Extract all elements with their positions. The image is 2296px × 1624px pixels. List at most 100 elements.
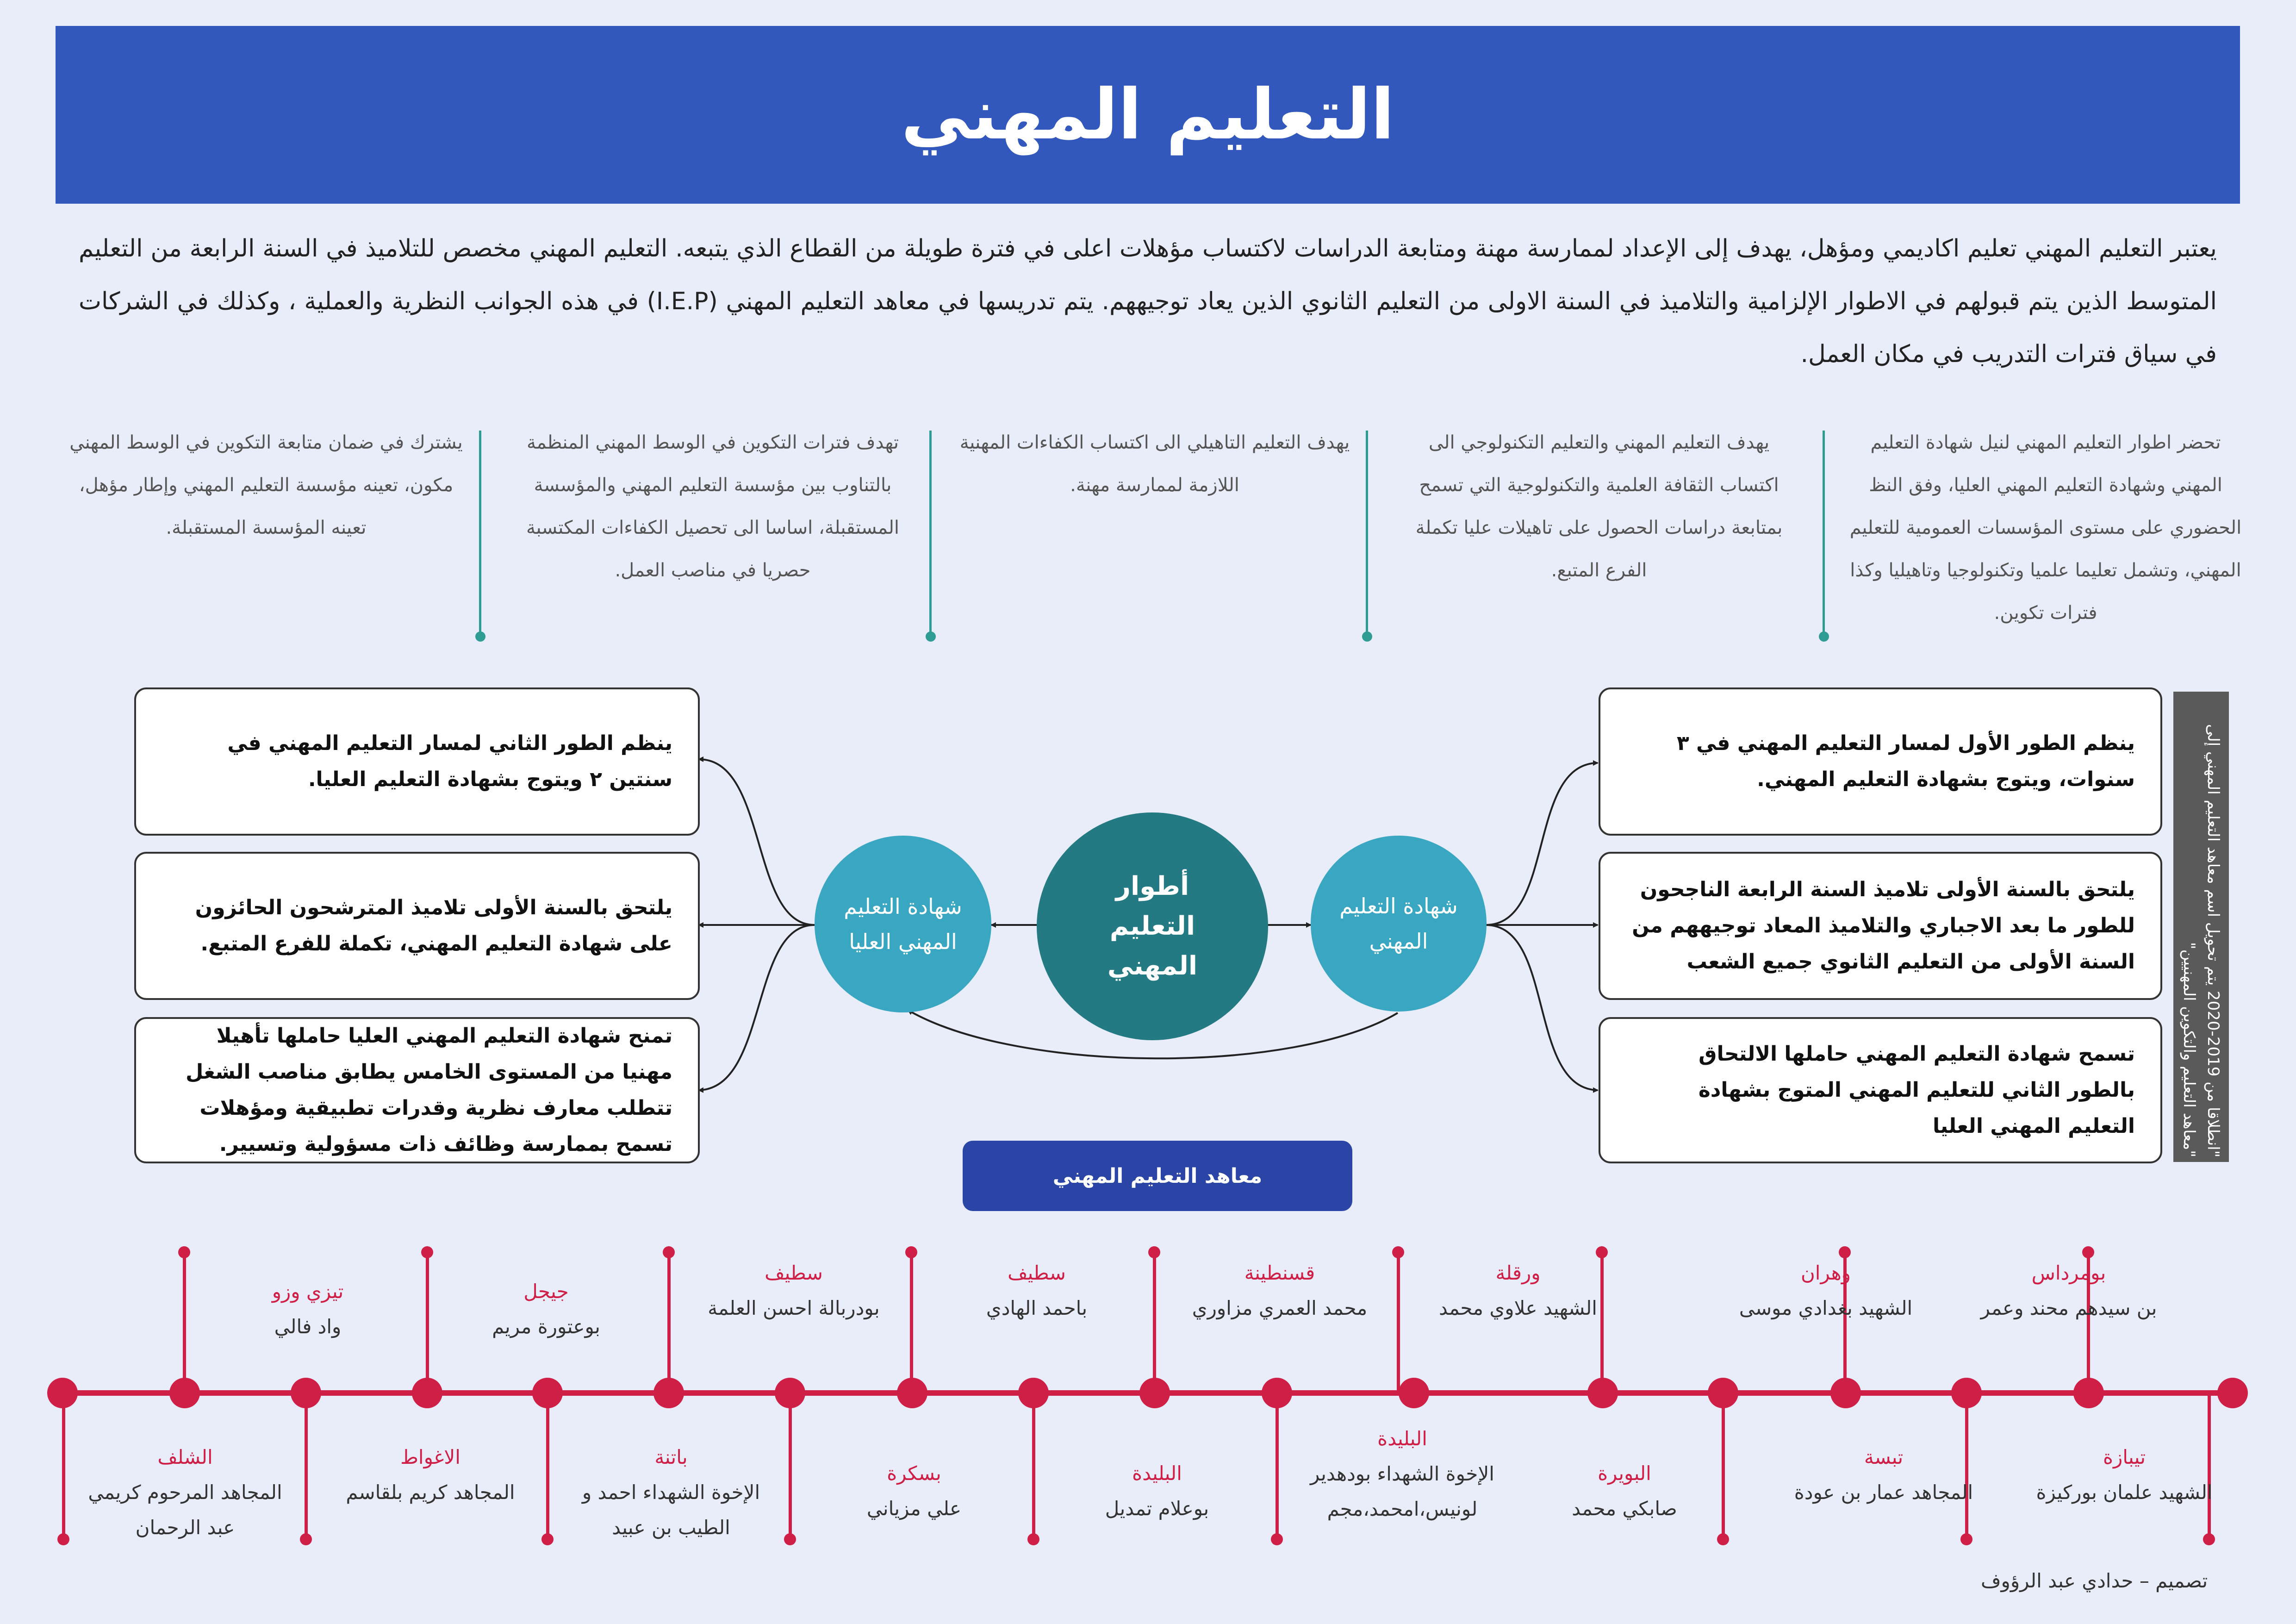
timeline-node	[1830, 1378, 1861, 1408]
left-box-2: يلتحق بالسنة الأولى تلاميذ المترشحون الح…	[134, 852, 700, 1000]
timeline-tick	[1600, 1252, 1604, 1393]
left-box-3: تمنح شهادة التعليم المهني العليا حاملها …	[134, 1017, 700, 1163]
intro-paragraph: يعتبر التعليم المهني تعليم اكاديمي ومؤهل…	[79, 235, 2217, 368]
timeline-tick	[1722, 1393, 1725, 1537]
timeline-tick-end	[1271, 1533, 1283, 1545]
timeline-tick	[62, 1393, 65, 1537]
right-box-2: يلتحق بالسنة الأولى تلاميذ السنة الرابعة…	[1599, 852, 2162, 1000]
institute-city: الشلف	[157, 1446, 213, 1468]
column-dot-2	[1362, 631, 1372, 642]
institute-city: بومرداس	[2031, 1262, 2106, 1284]
timeline-node	[775, 1378, 805, 1408]
institute-name: الشهيد بغدادي موسى	[1739, 1297, 1913, 1319]
designer-credit: تصميم – حدادي عبد الرؤوف	[1981, 1569, 2208, 1592]
right-box-3: تسمح شهادة التعليم المهني حاملها الالتحا…	[1599, 1017, 2162, 1163]
timeline-node	[897, 1378, 927, 1408]
column-line-1	[1823, 431, 1825, 634]
timeline-tick	[305, 1393, 308, 1537]
column-text-5: يشترك في ضمان متابعة التكوين في الوسط ال…	[69, 432, 463, 538]
timeline-tick	[1843, 1252, 1847, 1393]
timeline-tick-end	[905, 1246, 917, 1258]
timeline-tick-end	[663, 1246, 675, 1258]
institute-name: المجاهد عمار بن عودة	[1794, 1481, 1973, 1504]
institute-bottom-3: البويرة صابكي محمد	[1527, 1456, 1722, 1526]
institute-city: قسنطينة	[1244, 1262, 1315, 1284]
institute-city: سطيف	[1008, 1262, 1066, 1284]
column-text-3: يهدف التعليم التاهيلي الى اكتساب الكفاءا…	[959, 432, 1350, 496]
column-line-4	[479, 431, 481, 634]
timeline-node	[1587, 1378, 1618, 1408]
timeline-node	[169, 1378, 200, 1408]
timeline-tick-end	[1148, 1246, 1160, 1258]
institute-bottom-5: البليدة بوعلام تمديل	[1060, 1456, 1254, 1526]
institute-top-7: جيجل بوعتورة مريم	[449, 1274, 643, 1344]
left-circle: شهادة التعليم المهني العليا	[815, 836, 991, 1012]
timeline-tick-end	[1839, 1246, 1851, 1258]
column-line-2	[1366, 431, 1368, 634]
timeline-node	[47, 1378, 78, 1408]
timeline-tick-end	[1596, 1246, 1608, 1258]
title-banner: التعليم المهني	[56, 26, 2240, 204]
column-dot-1	[1819, 631, 1829, 642]
institute-city: تبسة	[1864, 1446, 1904, 1468]
institute-city: البويرة	[1598, 1462, 1651, 1485]
timeline-node	[653, 1378, 684, 1408]
institute-name: بوعلام تمديل	[1105, 1497, 1209, 1520]
institute-city: ورقلة	[1495, 1262, 1541, 1284]
timeline-tick-end	[541, 1533, 554, 1545]
institutes-button[interactable]: معاهد التعليم المهني	[963, 1141, 1352, 1211]
timeline-node	[1399, 1378, 1429, 1408]
institute-name: بودربالة احسن العلمة	[708, 1297, 880, 1319]
timeline-tick	[1965, 1393, 1968, 1537]
institute-name: المجاهد المرحوم كريمي عبد الرحمان	[88, 1481, 282, 1539]
timeline-node	[2073, 1378, 2104, 1408]
institute-top-6: سطيف بودربالة احسن العلمة	[697, 1255, 891, 1326]
timeline-tick-end	[1027, 1533, 1039, 1545]
page-title: التعليم المهني	[901, 75, 1395, 155]
timeline-tick	[426, 1252, 429, 1393]
institute-name: صابكي محمد	[1572, 1497, 1677, 1520]
institute-name: الشهيد علمان بوركيزة	[2036, 1481, 2213, 1504]
column-text-1: تحضر اطوار التعليم المهني لنيل شهادة الت…	[1849, 432, 2242, 624]
timeline-node	[1951, 1378, 1982, 1408]
institute-name: الشهيد علاوي محمد	[1439, 1297, 1597, 1319]
timeline-tick-end	[2082, 1246, 2094, 1258]
timeline-node	[412, 1378, 442, 1408]
column-text-4: تهدف فترات التكوين في الوسط المهني المنظ…	[526, 432, 899, 581]
timeline-node	[1139, 1378, 1170, 1408]
timeline-node	[291, 1378, 321, 1408]
institute-name: بوعتورة مريم	[492, 1315, 600, 1338]
timeline-node	[1018, 1378, 1049, 1408]
institute-city: الاغواط	[400, 1446, 460, 1468]
side-note: "انطلاقا من 2019-2020 يتم تحويل اسم معاه…	[2173, 692, 2229, 1162]
institute-top-2: وهران الشهيد بغدادي موسى	[1729, 1255, 1923, 1326]
institute-name: باحمد الهادي	[986, 1297, 1088, 1319]
institute-city: البليدة	[1377, 1427, 1427, 1450]
column-dot-4	[475, 631, 485, 642]
institute-bottom-2: تبسة المجاهد عمار بن عودة	[1786, 1440, 1981, 1510]
timeline-tick	[2087, 1252, 2090, 1393]
institute-top-5: سطيف باحمد الهادي	[940, 1255, 1134, 1326]
institute-city: البليدة	[1132, 1462, 1182, 1485]
institute-city: جيجل	[523, 1280, 569, 1303]
timeline-tick	[546, 1393, 549, 1537]
institute-name: الإخوة الشهداء احمد و الطيب بن عبيد	[582, 1481, 760, 1539]
timeline-tick-end	[784, 1533, 796, 1545]
timeline-tick-end	[300, 1533, 312, 1545]
institute-city: سطيف	[765, 1262, 823, 1284]
column-dot-3	[926, 631, 936, 642]
timeline-tick	[789, 1393, 792, 1537]
timeline-tick-end	[178, 1246, 190, 1258]
institute-city: وهران	[1800, 1262, 1851, 1284]
left-box-1: ينظم الطور الثاني لمسار التعليم المهني ف…	[134, 687, 700, 836]
timeline-tick-end	[2203, 1533, 2215, 1545]
timeline-tick	[667, 1252, 671, 1393]
timeline-node	[1708, 1378, 1738, 1408]
